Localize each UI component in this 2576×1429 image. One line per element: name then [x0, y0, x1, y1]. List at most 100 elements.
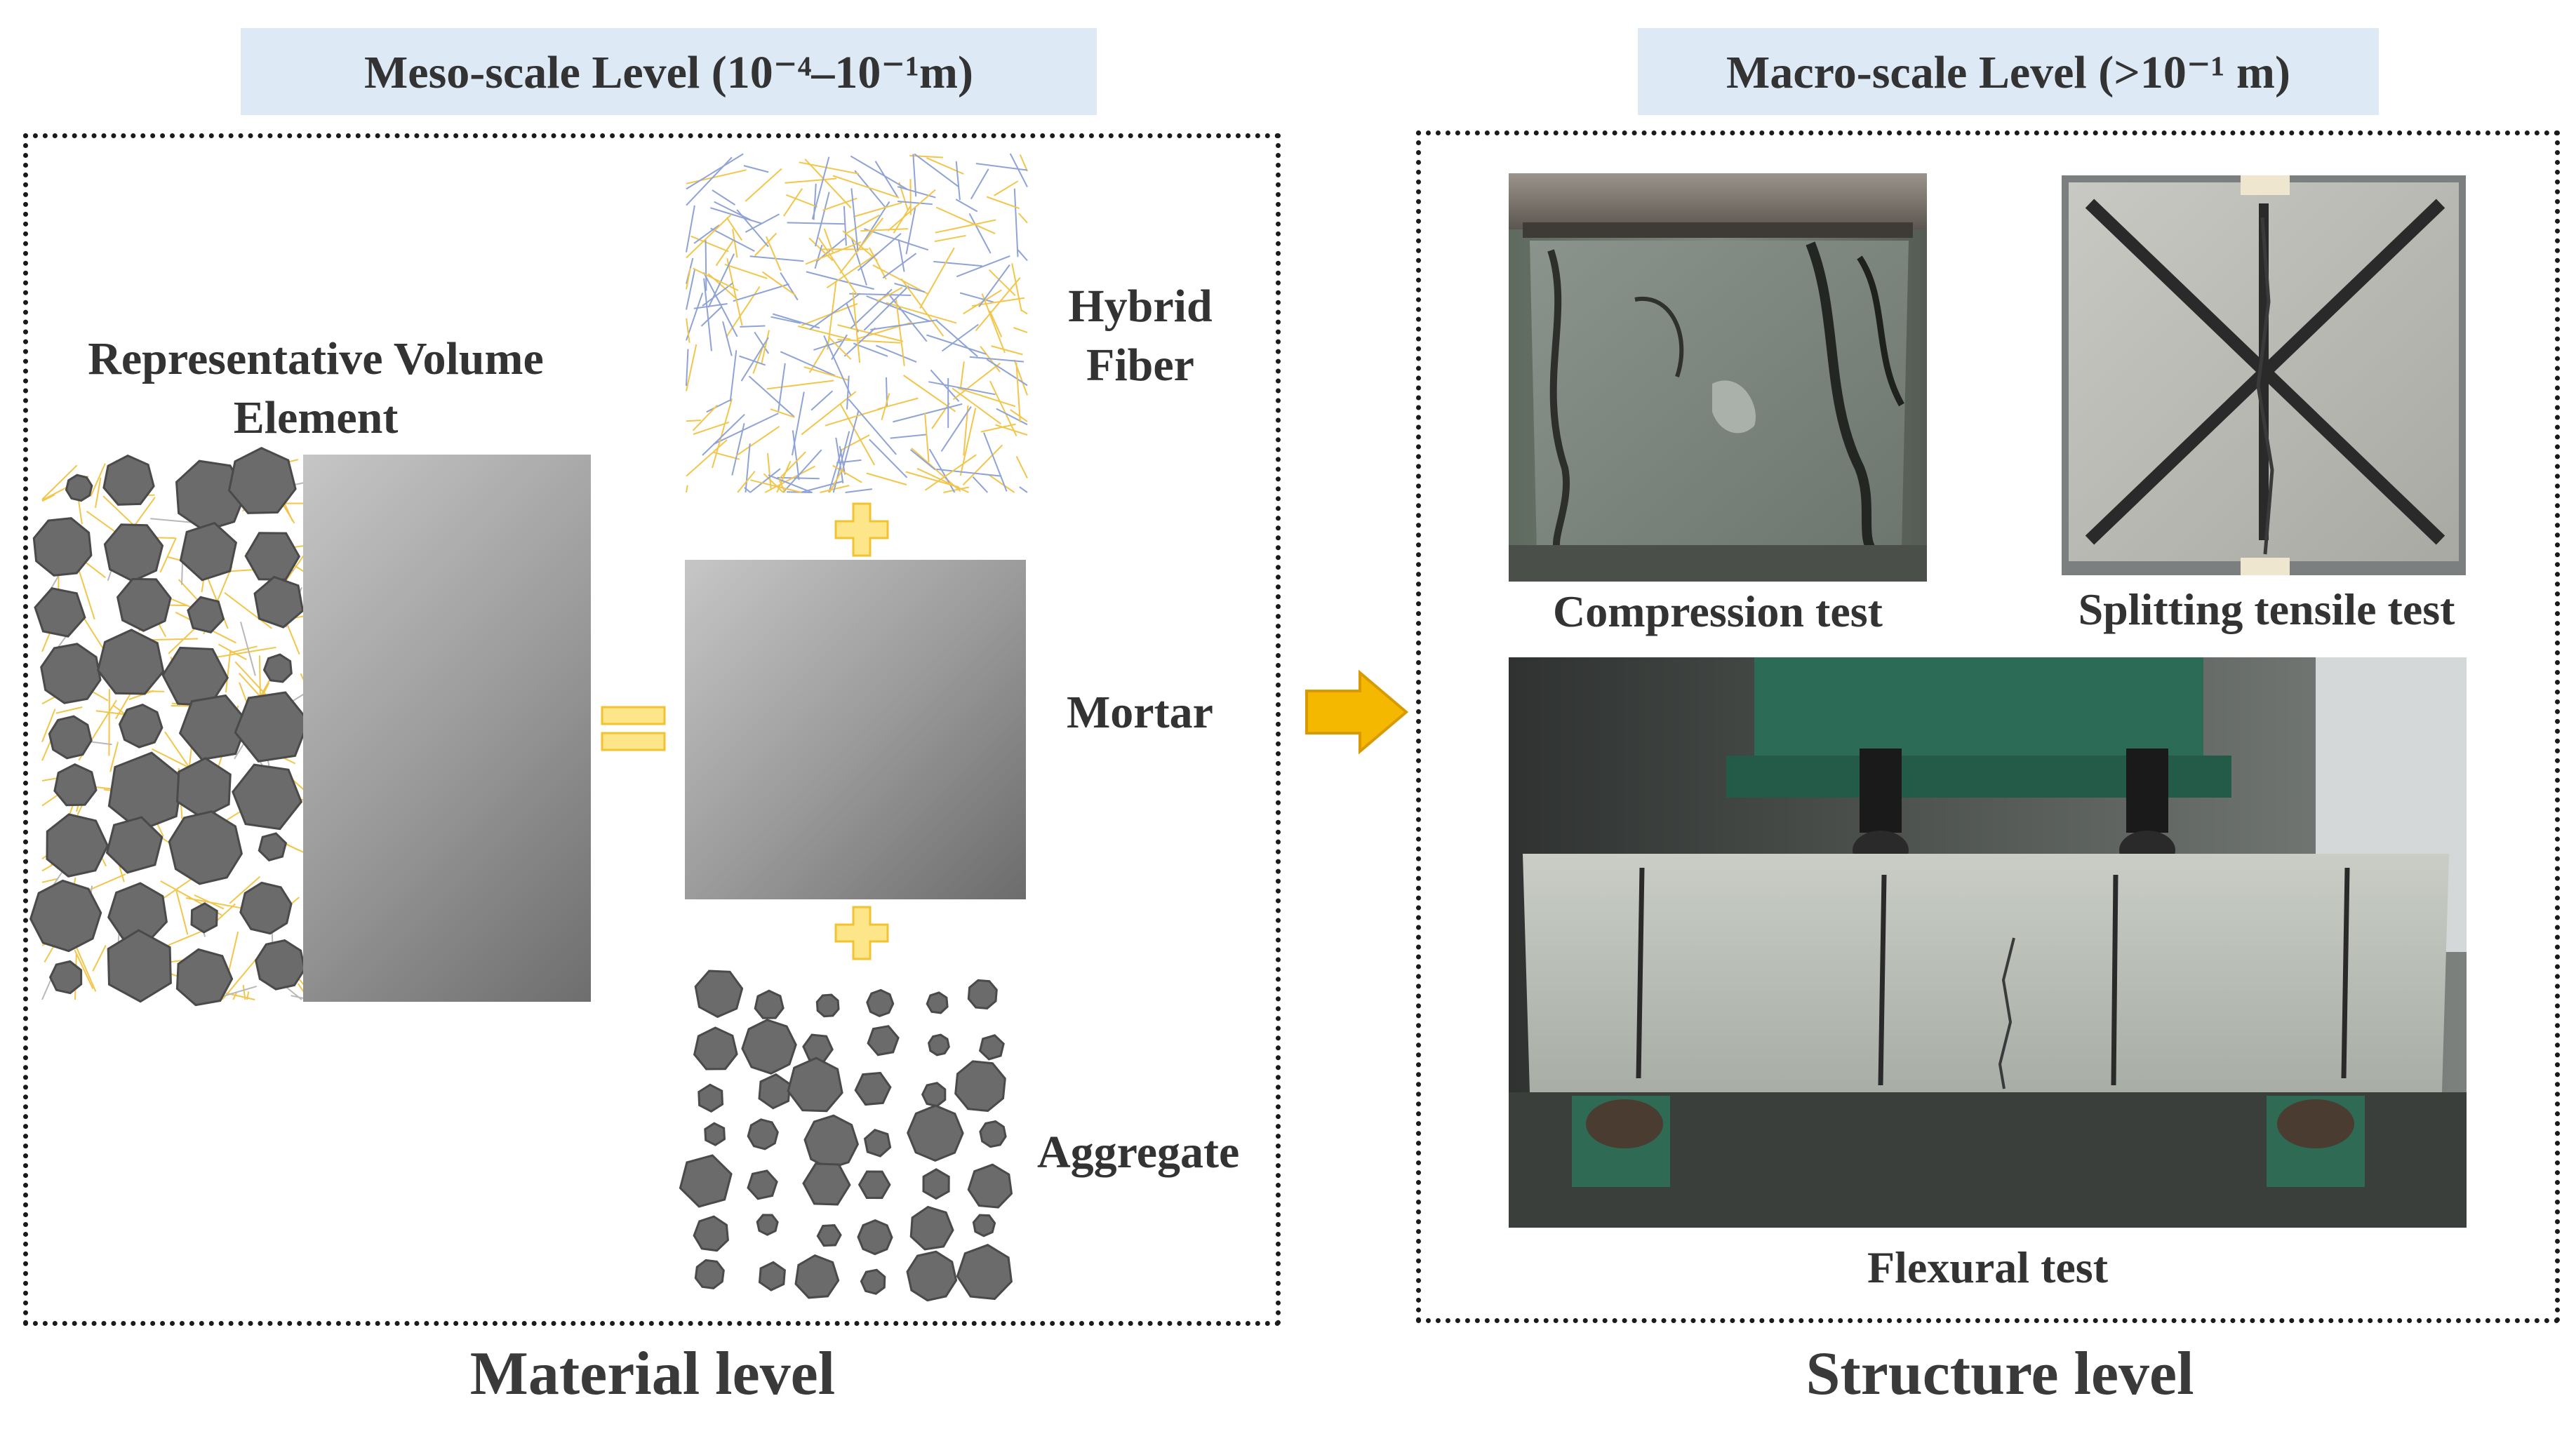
- aggregate-particle: [48, 960, 83, 995]
- fiber-strand: [41, 878, 58, 883]
- aggregate-particle: [262, 653, 293, 683]
- fiber-strand: [225, 650, 232, 693]
- fiber-strand: [850, 288, 893, 329]
- fiber-strand: [846, 375, 850, 410]
- aggregate-particle: [105, 816, 163, 874]
- fiber-strand: [845, 488, 873, 493]
- aggregate-particle: [255, 939, 306, 991]
- fiber-strand: [887, 189, 936, 232]
- fiber-strand: [903, 375, 956, 412]
- fiber-strand: [825, 407, 883, 427]
- fiber-strand: [955, 161, 961, 201]
- aggregate-particle: [46, 813, 109, 878]
- fiber-strand: [803, 366, 849, 381]
- fiber-strand: [969, 356, 1025, 363]
- fiber-strand: [782, 449, 822, 493]
- fiber-strand: [805, 241, 862, 265]
- aggregate-particle: [48, 715, 93, 760]
- fiber-strand: [995, 424, 1028, 436]
- fiber-strand: [897, 201, 933, 206]
- fiber-strand: [713, 412, 779, 445]
- rve-label: Representative Volume Element: [42, 330, 589, 448]
- fiber-strand: [693, 421, 730, 435]
- fiber-strand: [912, 154, 917, 197]
- fiber-strand: [230, 645, 258, 654]
- fiber-strand: [743, 165, 769, 173]
- fiber-strand: [770, 316, 801, 324]
- fiber-strand: [208, 646, 276, 659]
- fiber-strand: [827, 336, 852, 361]
- fiber-strand: [686, 293, 704, 341]
- fiber-strand: [806, 271, 874, 290]
- fiber-strand: [935, 219, 996, 234]
- fiber-strand: [778, 478, 786, 493]
- arrow-right-icon: [1305, 669, 1409, 755]
- aggregate-particle: [741, 1019, 797, 1075]
- aggregate-particle: [704, 1122, 726, 1146]
- fiber-strand: [114, 694, 131, 720]
- fiber-strand: [749, 255, 804, 262]
- rve-label-line1: Representative Volume: [88, 333, 544, 384]
- fiber-strand: [842, 230, 878, 262]
- aggregate-particle: [747, 1118, 779, 1150]
- aggregate-particle: [854, 1071, 892, 1106]
- fiber-strand: [1013, 188, 1019, 257]
- aggregate-particle: [179, 521, 238, 582]
- aggregate-particle: [187, 596, 225, 633]
- fiber-strand: [895, 299, 905, 366]
- aggregate-particle: [227, 447, 297, 514]
- fiber-strand: [843, 327, 876, 357]
- aggregate-particle: [867, 1025, 900, 1056]
- fiber-strand: [41, 464, 78, 500]
- fiber-strand: [700, 306, 722, 327]
- aggregate-particle: [34, 587, 86, 638]
- aggregate-particle: [679, 1154, 733, 1208]
- fiber-strand: [240, 622, 256, 676]
- rve-label-line2: Element: [233, 392, 399, 443]
- fiber-strand: [740, 337, 769, 382]
- fiber-strand: [882, 253, 917, 279]
- fiber-strand: [735, 425, 780, 457]
- fiber-strand: [837, 339, 901, 344]
- fiber-strand: [1011, 263, 1022, 311]
- fiber-strand: [780, 351, 836, 377]
- fiber-strand: [164, 731, 193, 772]
- fiber-strand: [991, 345, 1023, 356]
- aggregate-particle: [29, 879, 102, 953]
- fiber-strand: [866, 472, 907, 485]
- hybrid-fiber-label: Hybrid Fiber: [1035, 277, 1246, 395]
- fiber-strand: [41, 977, 53, 1000]
- fiber-strand: [1019, 154, 1028, 172]
- fiber-strand: [702, 271, 738, 337]
- fiber-strand: [232, 992, 238, 1000]
- compression-test-photo: [1509, 173, 1927, 582]
- fiber-strand: [980, 423, 1016, 433]
- fiber-strand: [959, 292, 994, 303]
- fiber-strand: [900, 278, 945, 337]
- aggregate-particle: [967, 1163, 1013, 1209]
- aggregate-particle: [168, 810, 243, 885]
- fiber-strand: [185, 897, 246, 910]
- fiber-strand: [703, 278, 712, 351]
- fiber-strand: [978, 264, 1010, 307]
- rve-gradient-block: [303, 455, 591, 1002]
- fiber-strand: [909, 154, 943, 159]
- aggregate-particle: [926, 991, 949, 1014]
- aggregate-particle: [693, 1026, 738, 1071]
- fiber-strand: [798, 326, 851, 340]
- fiber-strand: [1013, 327, 1028, 333]
- aggregate-particle: [758, 1073, 792, 1110]
- fiber-strand: [919, 247, 955, 309]
- fiber-strand: [215, 903, 236, 923]
- fiber-strand: [745, 443, 751, 493]
- fiber-strand: [702, 282, 733, 307]
- splitting-tensile-test-label: Splitting tensile test: [2078, 584, 2455, 634]
- aggregate-particle: [815, 993, 840, 1018]
- flexural-test-label: Flexural test: [1867, 1242, 2108, 1292]
- compression-test-label: Compression test: [1553, 586, 1883, 636]
- fiber-strand: [686, 153, 744, 190]
- fiber-strand: [55, 706, 83, 714]
- plus-icon: [834, 502, 889, 557]
- fiber-strand: [874, 161, 898, 198]
- fiber-strand: [860, 228, 908, 232]
